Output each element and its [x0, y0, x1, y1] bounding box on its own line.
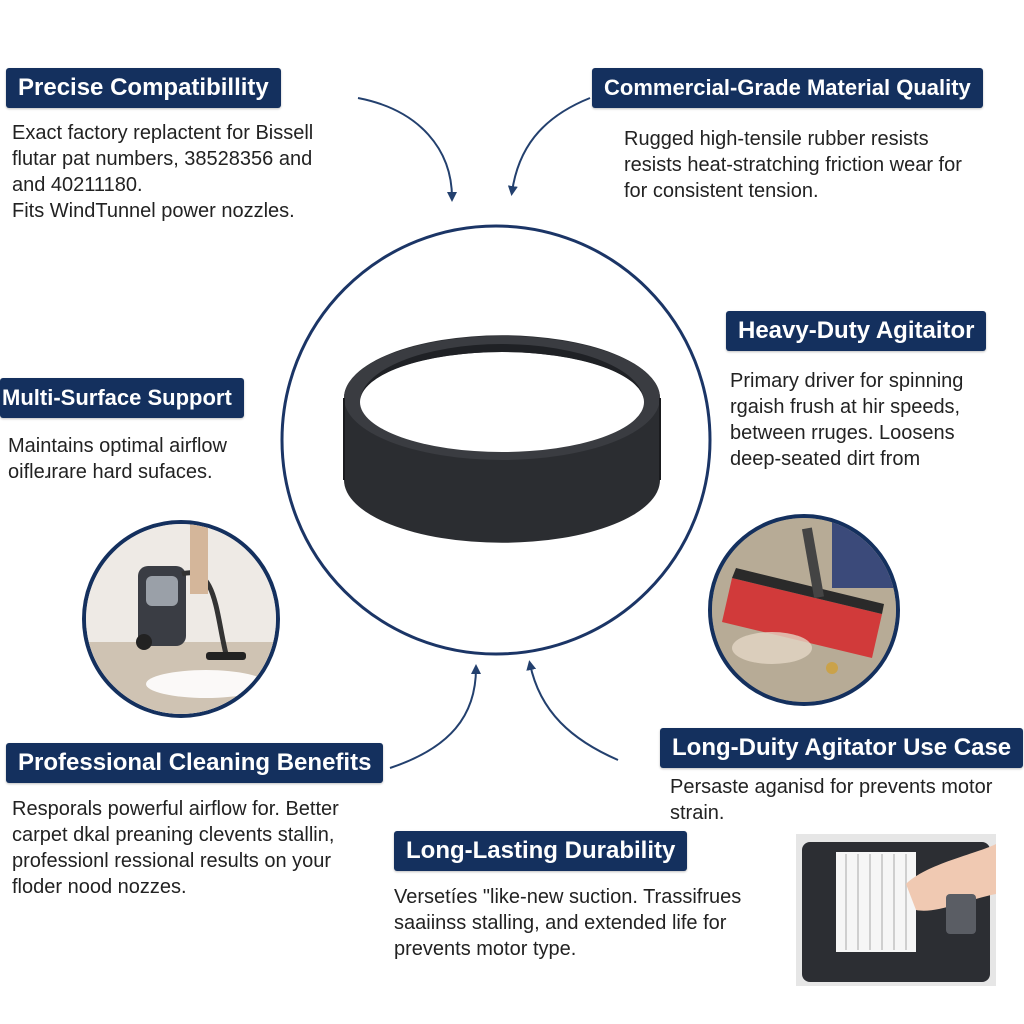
- section-text-precise-compatibility: Exact factory replactent for Bissell flu…: [12, 122, 314, 222]
- section-text-long-duty-use-case: Persaste aganisd for prevents motor stra…: [670, 776, 993, 824]
- section-title-heavy-duty-agitator: Heavy-Duty Agitaitor: [726, 311, 987, 351]
- central-ring: [280, 224, 712, 656]
- section-title-multi-surface: Multi-Surface Support: [0, 378, 244, 418]
- section-text-professional-cleaning: Resporals powerful airflow for. Better c…: [12, 798, 339, 898]
- vacuum-on-carpet-photo: [82, 520, 280, 718]
- section-text-heavy-duty-agitator: Primary driver for spinning rgaish frush…: [730, 370, 964, 470]
- filter-replacement-photo: [796, 834, 996, 986]
- section-text-long-lasting-durability: Versetíes "like-new suction. Trassifrues…: [394, 886, 742, 960]
- section-title-long-lasting-durability: Long-Lasting Durability: [394, 831, 688, 871]
- arrow-bottom-left: [389, 664, 481, 769]
- section-title-precise-compatibility: Precise Compatibillity: [6, 68, 281, 108]
- agitator-brush-photo: [708, 514, 900, 706]
- section-text-multi-surface: Maintains optimal airflow oifleɹrare har…: [8, 435, 227, 483]
- section-text-commercial-grade: Rugged high-tensile rubber resists resis…: [624, 128, 962, 202]
- section-title-professional-cleaning: Professional Cleaning Benefits: [6, 743, 384, 783]
- section-title-long-duty-use-case: Long-Duity Agitator Use Case: [660, 728, 1024, 768]
- drive-belt-image: [343, 335, 661, 543]
- arrow-top-left: [357, 97, 457, 202]
- section-title-commercial-grade: Commercial-Grade Material Quality: [592, 68, 983, 108]
- arrow-top-right: [507, 97, 591, 196]
- arrow-bottom-right: [526, 660, 619, 761]
